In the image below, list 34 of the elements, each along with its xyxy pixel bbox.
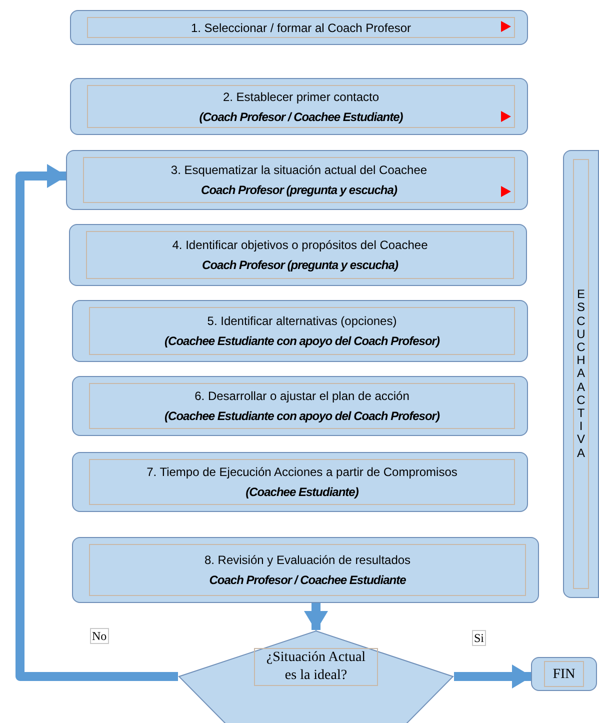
step-role: (Coach Profesor / Coachee Estudiante): [199, 108, 403, 126]
decision-question: ¿Situación Actual es la ideal?: [265, 649, 367, 685]
step-box: [66, 150, 528, 210]
step-title: 5. Identificar alternativas (opciones): [207, 313, 397, 330]
step-role: Coach Profesor (pregunta y escucha): [201, 182, 397, 199]
step-role: Coach Profesor / Coachee Estudiante: [209, 572, 406, 589]
edge-label: Si: [472, 630, 486, 646]
flow-arrow: [304, 603, 328, 631]
step-title: 6. Desarrollar o ajustar el plan de acción: [194, 388, 410, 405]
step-title: 2. Establecer primer contacto: [222, 88, 380, 106]
edge-label: No: [90, 628, 109, 644]
end-label: FIN: [552, 667, 576, 682]
step-title: 7. Tiempo de Ejecución Acciones a partir de Compromisos: [146, 464, 458, 481]
step-title: 1. Seleccionar / formar al Coach Profesor: [190, 20, 412, 36]
step-title: 3. Esquematizar la situación actual del Coachee: [170, 162, 428, 179]
step-box: [72, 452, 528, 512]
step-box: [69, 224, 527, 286]
step-title: 8. Revisión y Evaluación de resultados: [204, 552, 411, 569]
step-role: Coach Profesor (pregunta y escucha): [202, 257, 398, 274]
flow-arrow: [454, 664, 532, 688]
vertical-label: ESCUCHA ACTIVA: [576, 288, 586, 460]
step-role: (Coachee Estudiante con apoyo del Coach Profesor): [164, 408, 440, 425]
step-role: (Coachee Estudiante): [246, 484, 358, 501]
step-box: [72, 300, 528, 362]
flow-arrow: [16, 164, 178, 681]
step-box: [72, 537, 539, 603]
step-box: [70, 78, 528, 135]
step-title: 4. Identificar objetivos o propósitos del Coachee: [172, 237, 428, 254]
step-box: [70, 10, 528, 45]
step-box: [72, 376, 528, 436]
decision-diamond: [178, 630, 454, 723]
side-bar: [563, 150, 599, 598]
step-role: (Coachee Estudiante con apoyo del Coach Profesor): [164, 333, 440, 350]
end-box: [531, 657, 597, 691]
